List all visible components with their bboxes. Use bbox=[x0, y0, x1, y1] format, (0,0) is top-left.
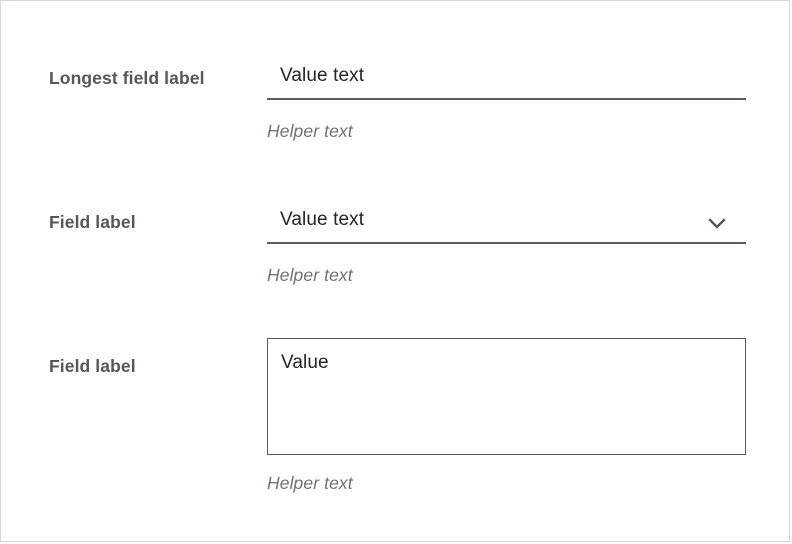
text-input[interactable]: Value text bbox=[267, 53, 746, 100]
text-input-control: Value text bbox=[267, 53, 746, 100]
text-input-helper-text: Helper text bbox=[267, 121, 353, 141]
field-label-textarea: Field label bbox=[49, 356, 136, 376]
textarea-input[interactable]: Value bbox=[267, 338, 746, 455]
textarea-helper-text: Helper text bbox=[267, 473, 353, 493]
textarea-control: Value bbox=[267, 338, 746, 455]
chevron-down-icon[interactable] bbox=[705, 211, 729, 235]
field-label-longest: Longest field label bbox=[49, 68, 205, 88]
select-input[interactable]: Value text bbox=[267, 197, 746, 244]
field-label-select: Field label bbox=[49, 212, 136, 232]
select-helper-text: Helper text bbox=[267, 265, 353, 285]
select-value: Value text bbox=[280, 209, 365, 230]
text-input-value: Value text bbox=[280, 65, 365, 86]
textarea-value: Value bbox=[281, 352, 329, 373]
select-control: Value text bbox=[267, 197, 746, 244]
